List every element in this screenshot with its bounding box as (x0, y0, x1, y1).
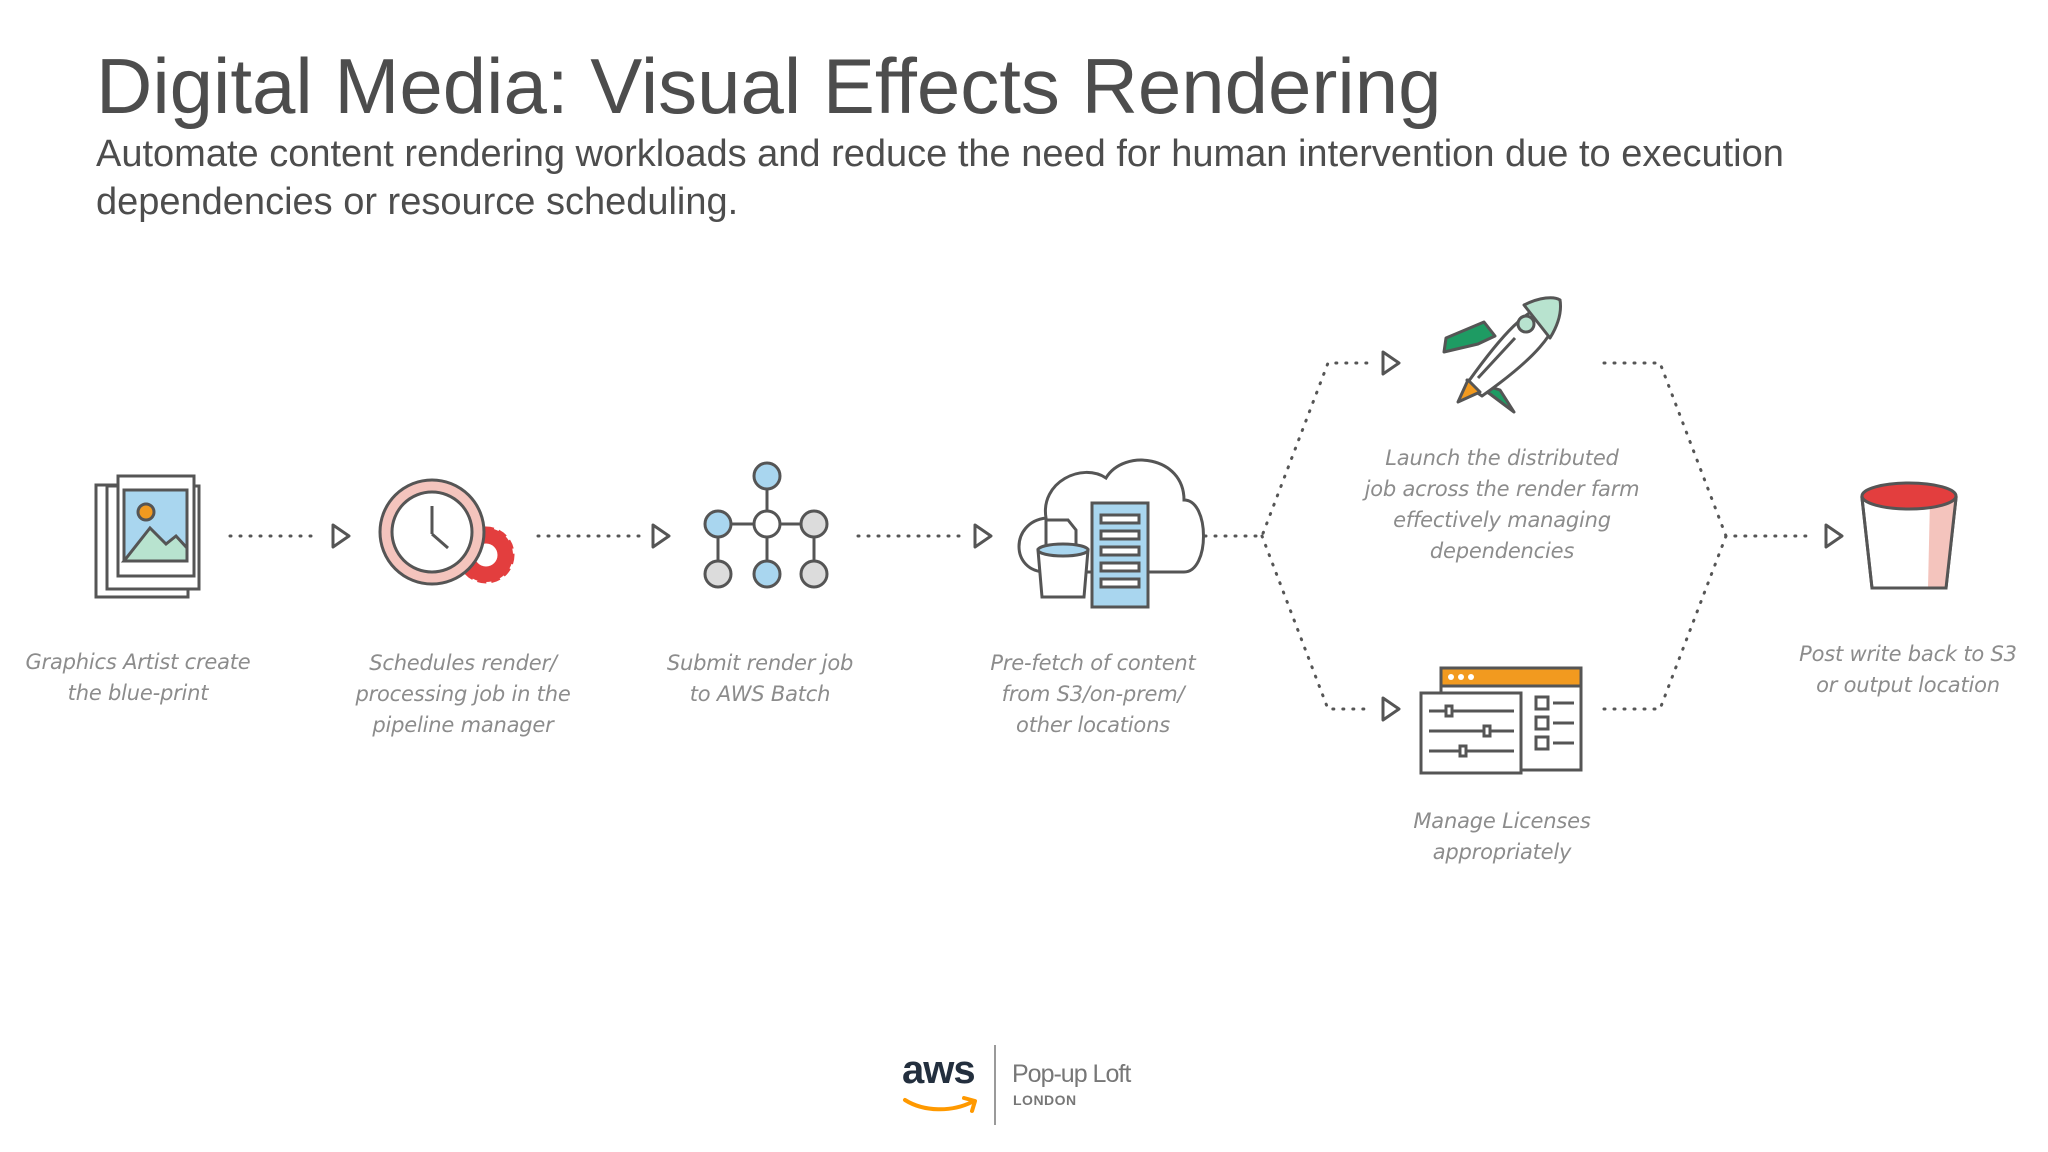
aws-smile-icon (903, 1096, 977, 1113)
step-label-licenses: Manage Licenses appropriately (1413, 809, 1591, 864)
s3-bucket-icon (1860, 481, 1958, 590)
aws-wordmark: aws (902, 1048, 976, 1092)
step-label-prefetch: Pre-fetch of content from S3/on-prem/ ot… (990, 651, 1196, 737)
step-label-artist: Graphics Artist create the blue-print (25, 650, 251, 705)
loft-city: LONDON (1013, 1092, 1077, 1108)
image-stack-icon (94, 474, 201, 599)
cloud-storage-icon (1017, 458, 1205, 609)
connector-prefetch-licenses (1260, 534, 1401, 722)
clock-gear-icon (378, 478, 515, 586)
connector-launch-writeback (1602, 361, 1728, 538)
connector-licenses-writeback (1602, 523, 1844, 711)
loft-name: Pop-up Loft (1012, 1060, 1131, 1088)
step-label-submit: Submit render job to AWS Batch (666, 651, 854, 706)
aws-popup-loft-logo: aws Pop-up Loft LONDON (900, 1040, 1160, 1130)
connector-artist-schedule (228, 523, 351, 549)
connector-prefetch-launch (1203, 350, 1401, 538)
step-label-schedule: Schedules render/ processing job in the … (355, 651, 571, 737)
connector-submit-prefetch (856, 523, 993, 549)
step-label-launch: Launch the distributed job across the re… (1364, 446, 1640, 563)
license-window-icon (1419, 666, 1583, 775)
rocket-icon (1442, 296, 1562, 414)
step-label-writeback: Post write back to S3 or output location (1799, 642, 2017, 697)
slide-subtitle: Automate content rendering workloads and… (96, 133, 1784, 223)
slide-title: Digital Media: Visual Effects Rendering (96, 42, 1442, 130)
node-tree-icon (703, 461, 829, 589)
connector-schedule-submit (536, 523, 671, 549)
logo-divider (994, 1045, 996, 1125)
